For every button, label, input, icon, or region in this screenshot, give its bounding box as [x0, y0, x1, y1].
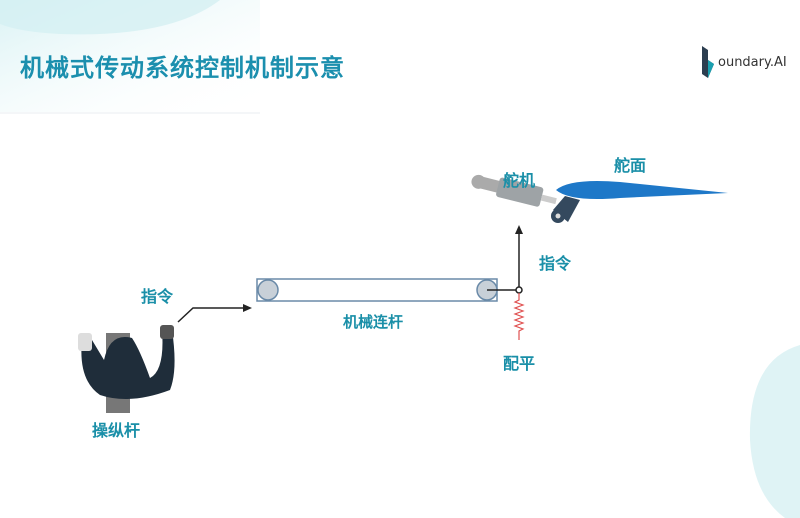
logo: oundary.AI [700, 46, 787, 78]
trim-spring [513, 293, 525, 340]
yoke-label: 操纵杆 [92, 421, 141, 440]
linkage-label: 机械连杆 [343, 313, 404, 331]
control-surface [556, 181, 728, 199]
logo-mark-icon [702, 46, 714, 78]
command-arrow-left [177, 307, 245, 323]
logo-text: oundary.AI [718, 54, 787, 70]
page-title: 机械式传动系统控制机制示意 [20, 54, 345, 82]
actuator-label: 舵机 [503, 171, 536, 190]
control-surface-label: 舵面 [614, 156, 647, 175]
actuator-icon [471, 174, 557, 207]
linkage-rod [256, 278, 498, 302]
command-label-right: 指令 [539, 254, 572, 273]
command-label-left: 指令 [141, 287, 174, 306]
trim-label: 配平 [503, 354, 536, 373]
yoke-icon [78, 325, 175, 413]
